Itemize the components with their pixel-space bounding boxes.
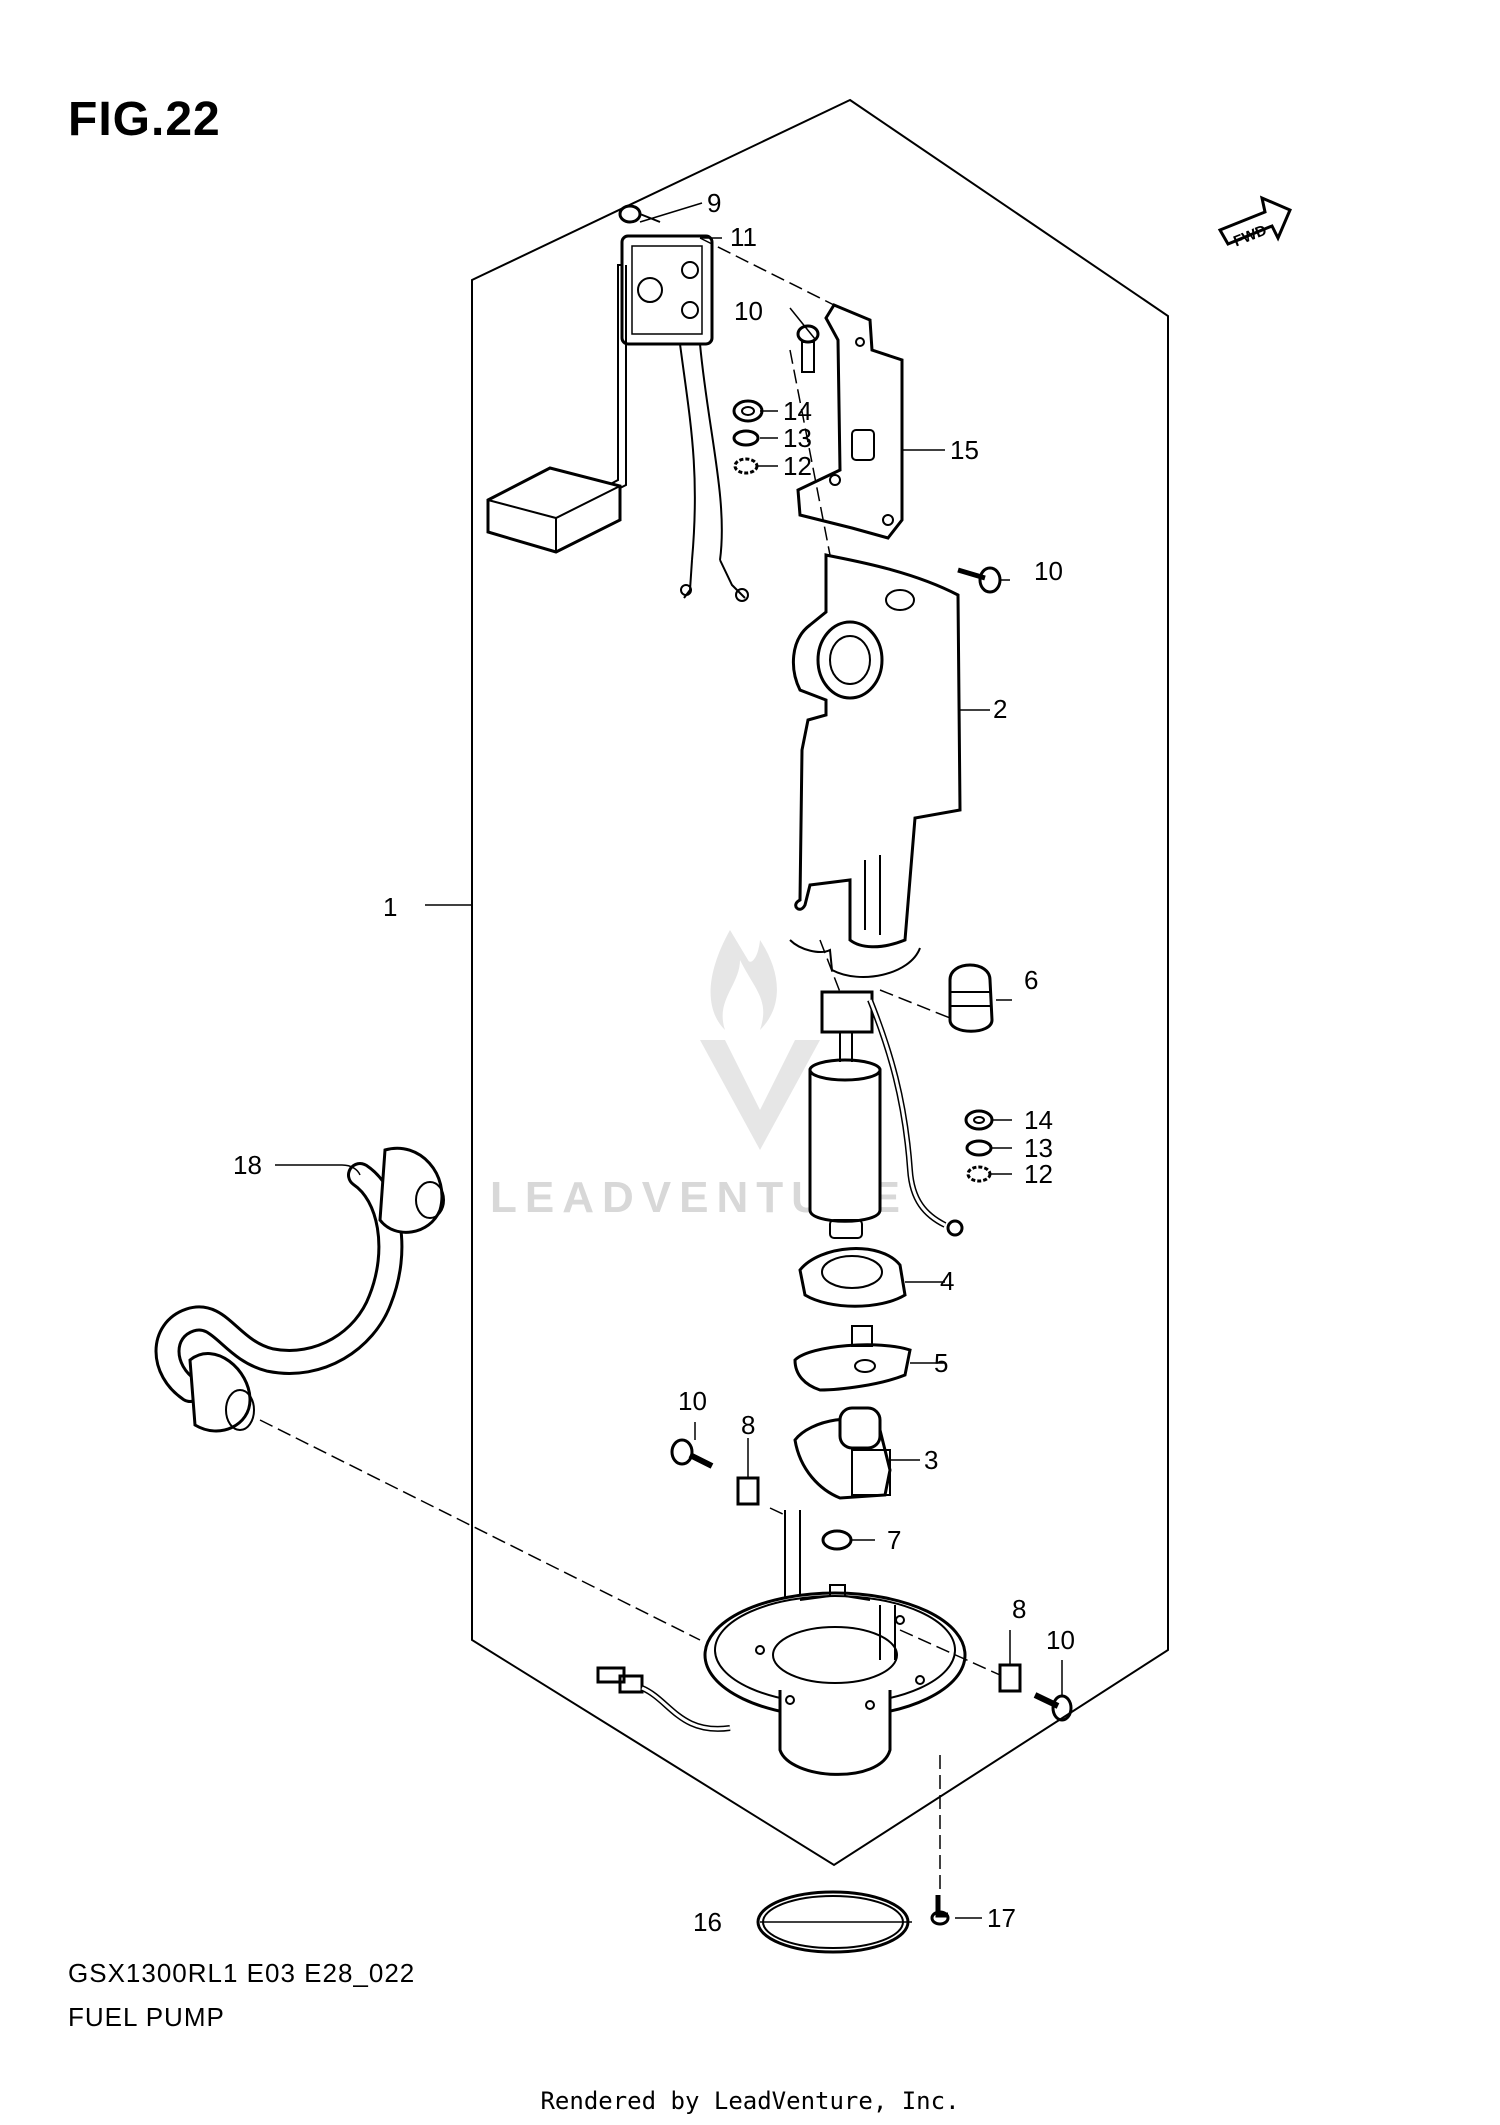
callout-6: 6 [1024, 965, 1038, 995]
figure-title: FIG.22 [68, 93, 221, 146]
float [486, 466, 622, 554]
callout-10-left: 10 [678, 1386, 707, 1416]
bolt-10-top [796, 324, 820, 373]
callout-8-right: 8 [1012, 1594, 1026, 1624]
callout-18: 18 [233, 1150, 262, 1180]
callout-3: 3 [924, 1445, 938, 1475]
callout-labels: 1 2 3 4 5 6 7 8 8 9 10 10 10 10 11 12 12… [233, 188, 1075, 1937]
lockwasher-12-mid [966, 1165, 992, 1183]
bolt-10-lower-right [1033, 1692, 1073, 1722]
assembly-boundary [471, 98, 1169, 1867]
callout-11: 11 [730, 222, 757, 252]
callout-8-left: 8 [741, 1410, 755, 1440]
nut-14-mid [964, 1109, 994, 1131]
bolt-10-left [670, 1438, 714, 1469]
callout-5: 5 [934, 1348, 948, 1378]
fwd-arrow-icon: FWD [1217, 195, 1292, 250]
dashed-assembly-lines [259, 237, 1001, 1895]
callout-14-top: 14 [783, 396, 812, 426]
lockwasher-12-top [733, 457, 759, 475]
leader-lines [275, 202, 1063, 1923]
fuel-filter [793, 1406, 892, 1500]
callout-10-right: 10 [1034, 556, 1063, 586]
cushion-rubber [948, 963, 994, 1033]
callout-10-top: 10 [734, 296, 763, 326]
callout-4: 4 [940, 1266, 954, 1296]
fuel-pump-case [791, 553, 962, 949]
nut-14-top [732, 399, 764, 423]
bracket [796, 303, 904, 540]
bolt-17 [930, 1895, 950, 1926]
clip-nut-8-left [736, 1476, 760, 1506]
clip-nut-8-right [998, 1663, 1022, 1693]
washer-13-top [732, 429, 760, 447]
fuel-hose [154, 1146, 445, 1433]
callout-12-mid: 12 [1024, 1159, 1053, 1189]
washer-7 [821, 1529, 853, 1551]
model-code: GSX1300RL1 E03 E28_022 [68, 1958, 416, 1988]
callout-9: 9 [707, 188, 721, 218]
bolt-10-right [957, 566, 1002, 594]
figure-name: FUEL PUMP [68, 2002, 225, 2032]
callout-10-lower-right: 10 [1046, 1625, 1075, 1655]
callout-12-top: 12 [783, 451, 812, 481]
callout-15: 15 [950, 435, 979, 465]
connector-wire [596, 1666, 731, 1732]
fuel-pump-motor [789, 939, 964, 1239]
callout-13-top: 13 [783, 423, 812, 453]
callout-16: 16 [693, 1907, 722, 1937]
fuel-level-gauge [589, 234, 749, 602]
render-credit: Rendered by LeadVenture, Inc. [540, 2087, 960, 2115]
callout-2: 2 [993, 694, 1007, 724]
screw-9 [618, 204, 661, 224]
washer-13-mid [965, 1139, 993, 1157]
fuel-pump-flange [703, 1510, 967, 1776]
callout-13-mid: 13 [1024, 1133, 1053, 1163]
callout-17: 17 [987, 1903, 1016, 1933]
pump-holder [798, 1247, 907, 1308]
callout-7: 7 [887, 1525, 901, 1555]
callout-14-mid: 14 [1024, 1105, 1053, 1135]
pump-plate [793, 1325, 912, 1392]
callout-1: 1 [383, 892, 397, 922]
